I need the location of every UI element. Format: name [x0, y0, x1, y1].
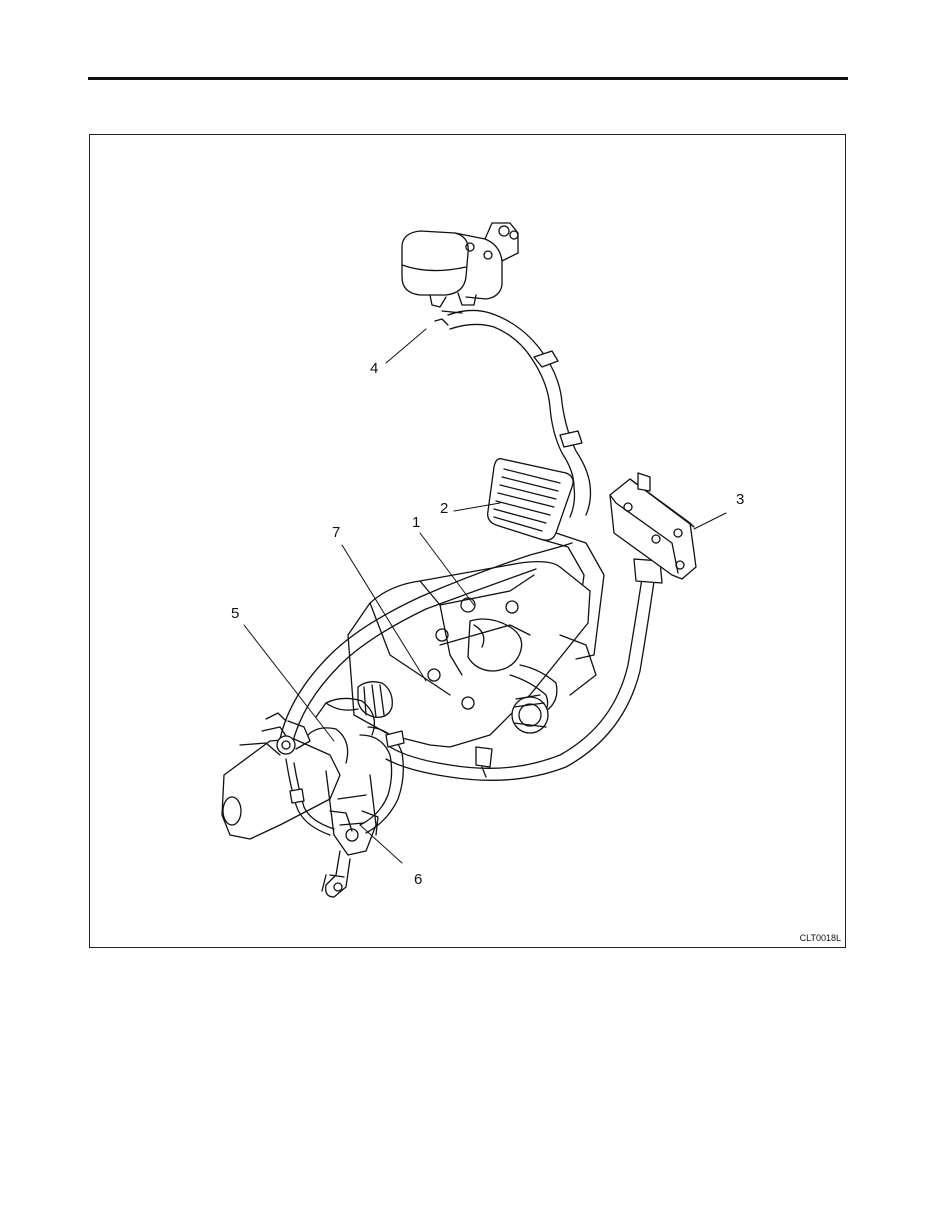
master-cylinder-drawing	[221, 697, 377, 898]
callout-1: 1	[412, 514, 421, 531]
reservoir-hose-drawing	[447, 309, 592, 518]
leader-lines	[243, 328, 727, 864]
callout-6: 6	[414, 871, 423, 888]
frame-tube-drawing	[279, 542, 573, 746]
clutch-pedal-assembly-illustration	[221, 222, 727, 898]
figure-frame: 1 2 3 4 5 6 7 CLT0018L	[89, 134, 846, 948]
bracket-drawing	[347, 561, 597, 748]
header-rule	[88, 77, 848, 80]
pipe-drawing	[285, 726, 405, 836]
callout-5: 5	[231, 605, 240, 622]
callout-4: 4	[370, 360, 379, 377]
figure-code: CLT0018L	[799, 933, 841, 943]
callout-3: 3	[736, 491, 745, 508]
callout-7: 7	[332, 524, 341, 541]
valve-block-drawing	[609, 472, 697, 580]
callout-2: 2	[440, 500, 449, 517]
valve-line-drawing	[385, 558, 663, 781]
reservoir-drawing	[401, 222, 519, 326]
pedal-drawing	[487, 458, 605, 660]
